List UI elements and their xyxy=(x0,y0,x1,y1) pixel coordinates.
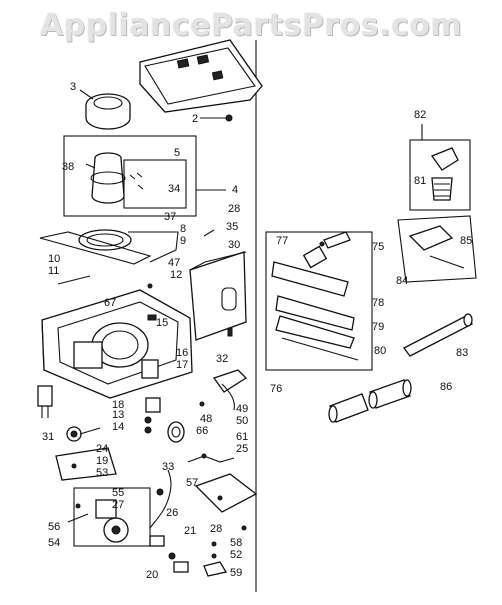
foot-52-part xyxy=(203,541,228,577)
watermark: AppliancePartsPros.com xyxy=(39,8,463,43)
label-79: 79 xyxy=(372,321,384,333)
label-78: 78 xyxy=(372,297,384,309)
label-30: 30 xyxy=(228,239,240,251)
plate-53-part xyxy=(55,447,117,481)
label-4: 4 xyxy=(232,184,238,196)
switch-31-part xyxy=(37,385,53,418)
label-17: 17 xyxy=(176,359,188,371)
label-19: 19 xyxy=(96,455,108,467)
label-14: 14 xyxy=(112,421,124,433)
label-33: 33 xyxy=(162,461,174,473)
bag-30-part xyxy=(189,251,247,341)
misc-screws-parts xyxy=(147,229,233,337)
crevice-tool-part xyxy=(403,313,473,357)
gasket-parts xyxy=(39,229,179,265)
label-80: 80 xyxy=(374,345,386,357)
label-84: 84 xyxy=(396,275,408,287)
label-57: 57 xyxy=(186,477,198,489)
label-13: 13 xyxy=(112,409,124,421)
label-34: 34 xyxy=(168,183,180,195)
label-50: 50 xyxy=(236,415,248,427)
bracket-18-part xyxy=(144,397,161,434)
label-53: 53 xyxy=(96,467,108,479)
label-55: 55 xyxy=(112,487,124,499)
wand-86-part xyxy=(328,379,412,423)
label-61: 61 xyxy=(236,431,248,443)
label-58: 58 xyxy=(230,537,242,549)
label-66: 66 xyxy=(196,425,208,437)
label-31: 31 xyxy=(42,431,54,443)
label-26: 26 xyxy=(166,507,178,519)
cord-26-part xyxy=(149,469,172,547)
label-24: 24 xyxy=(96,443,108,455)
screw-2-part xyxy=(200,114,233,122)
label-32: 32 xyxy=(216,353,228,365)
label-27: 27 xyxy=(112,499,124,511)
label-21: 21 xyxy=(184,525,196,537)
label-9: 9 xyxy=(180,235,186,247)
label-81: 81 xyxy=(414,175,426,187)
label-76: 76 xyxy=(270,383,282,395)
label-37: 37 xyxy=(164,211,176,223)
label-77: 77 xyxy=(276,235,288,247)
label-11: 11 xyxy=(48,265,59,277)
floor-tool-part xyxy=(265,231,373,371)
knob-24-part xyxy=(66,426,101,442)
label-3: 3 xyxy=(70,81,76,93)
label-5: 5 xyxy=(174,147,180,159)
label-15: 15 xyxy=(156,317,168,329)
label-2: 2 xyxy=(192,113,198,125)
nut-57-part xyxy=(156,488,164,496)
label-75: 75 xyxy=(372,241,384,253)
label-25: 25 xyxy=(236,443,248,455)
label-18: 18 xyxy=(112,399,124,411)
label-38: 38 xyxy=(62,161,74,173)
label-59: 59 xyxy=(230,567,242,579)
label-12: 12 xyxy=(170,269,182,281)
label-47: 47 xyxy=(168,257,180,269)
label-16: 16 xyxy=(176,347,188,359)
motor-54-part xyxy=(67,487,151,547)
label-83: 83 xyxy=(456,347,468,359)
label-35: 35 xyxy=(226,221,238,233)
label-85: 85 xyxy=(460,235,472,247)
main-housing-part xyxy=(41,289,193,399)
pin-10-part xyxy=(57,275,91,285)
label-86: 86 xyxy=(440,381,452,393)
filter-3-part xyxy=(79,89,131,130)
label-52: 52 xyxy=(230,549,242,561)
cable-33-part xyxy=(187,453,235,463)
motor-assembly-part xyxy=(63,135,226,217)
label-28-bottom: 28 xyxy=(210,523,222,535)
label-20: 20 xyxy=(146,569,158,581)
label-54: 54 xyxy=(48,537,60,549)
label-48: 48 xyxy=(200,413,212,425)
dusting-brush-part xyxy=(409,124,471,211)
upholstery-nozzle-part xyxy=(397,215,477,283)
label-10: 10 xyxy=(48,253,60,265)
label-49: 49 xyxy=(236,403,248,415)
label-8: 8 xyxy=(180,223,186,235)
label-82: 82 xyxy=(414,109,426,121)
label-56: 56 xyxy=(48,521,60,533)
label-67: 67 xyxy=(104,297,116,309)
top-cover-part xyxy=(139,39,263,113)
screw-28b-part xyxy=(241,525,247,531)
fitting-66-part xyxy=(167,421,185,443)
hook-49-part xyxy=(199,369,248,411)
label-28-top: 28 xyxy=(228,203,240,215)
clip-20-part xyxy=(168,552,189,573)
plate-25-part xyxy=(194,473,258,513)
